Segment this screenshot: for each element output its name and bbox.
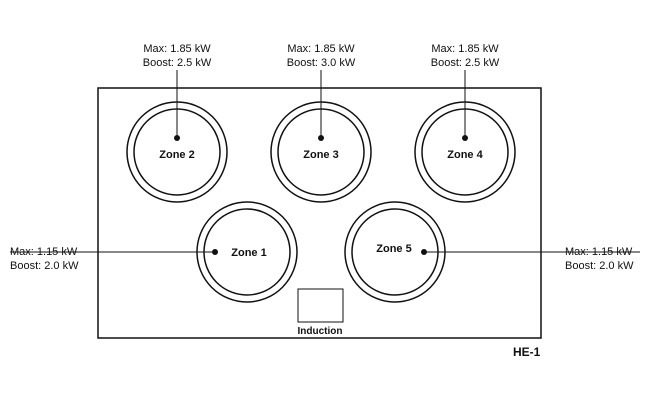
zone-2-label: Zone 2 [159,149,194,161]
zone-3-center-dot [318,135,324,141]
zone-4-label: Zone 4 [447,149,483,161]
zone-5-label: Zone 5 [376,243,411,255]
zone-4-max: Max: 1.85 kW [431,43,499,55]
zone-5: Zone 5 [344,201,640,303]
induction-indicator: Induction [297,288,344,337]
zone-5-boost: Boost: 2.0 kW [565,260,634,272]
zone-3-specs: Max: 1.85 kW Boost: 3.0 kW [271,42,371,70]
zone-1-label: Zone 1 [231,247,266,259]
zone-1-boost: Boost: 2.0 kW [10,260,79,272]
zone-2-specs: Max: 1.85 kW Boost: 2.5 kW [127,42,227,70]
zone-1-max: Max: 1.15 kW [10,246,78,258]
zone-4: Zone 4 [414,70,516,203]
zone-1-center-dot [212,249,218,255]
induction-box [297,288,344,323]
zone-1-specs: Max: 1.15 kW Boost: 2.0 kW [10,245,78,273]
induction-label: Induction [298,326,343,337]
zone-1: Zone 1 [10,201,298,303]
zone-5-specs: Max: 1.15 kW Boost: 2.0 kW [565,245,633,273]
zone-3-max: Max: 1.85 kW [287,43,355,55]
cooktop-outline [97,87,542,339]
zone-4-specs: Max: 1.85 kW Boost: 2.5 kW [415,42,515,70]
zone-2-max: Max: 1.85 kW [143,43,211,55]
zone-4-center-dot [462,135,468,141]
zone-3: Zone 3 [270,70,372,203]
zone-5-center-dot [421,249,427,255]
zone-2: Zone 2 [126,70,228,203]
zone-3-boost: Boost: 3.0 kW [286,57,356,69]
zone-4-boost: Boost: 2.5 kW [430,57,500,69]
zone-2-center-dot [174,135,180,141]
zone-2-boost: Boost: 2.5 kW [142,57,212,69]
zone-5-max: Max: 1.15 kW [565,246,633,258]
model-label: HE-1 [513,345,541,359]
zone-3-label: Zone 3 [303,149,338,161]
